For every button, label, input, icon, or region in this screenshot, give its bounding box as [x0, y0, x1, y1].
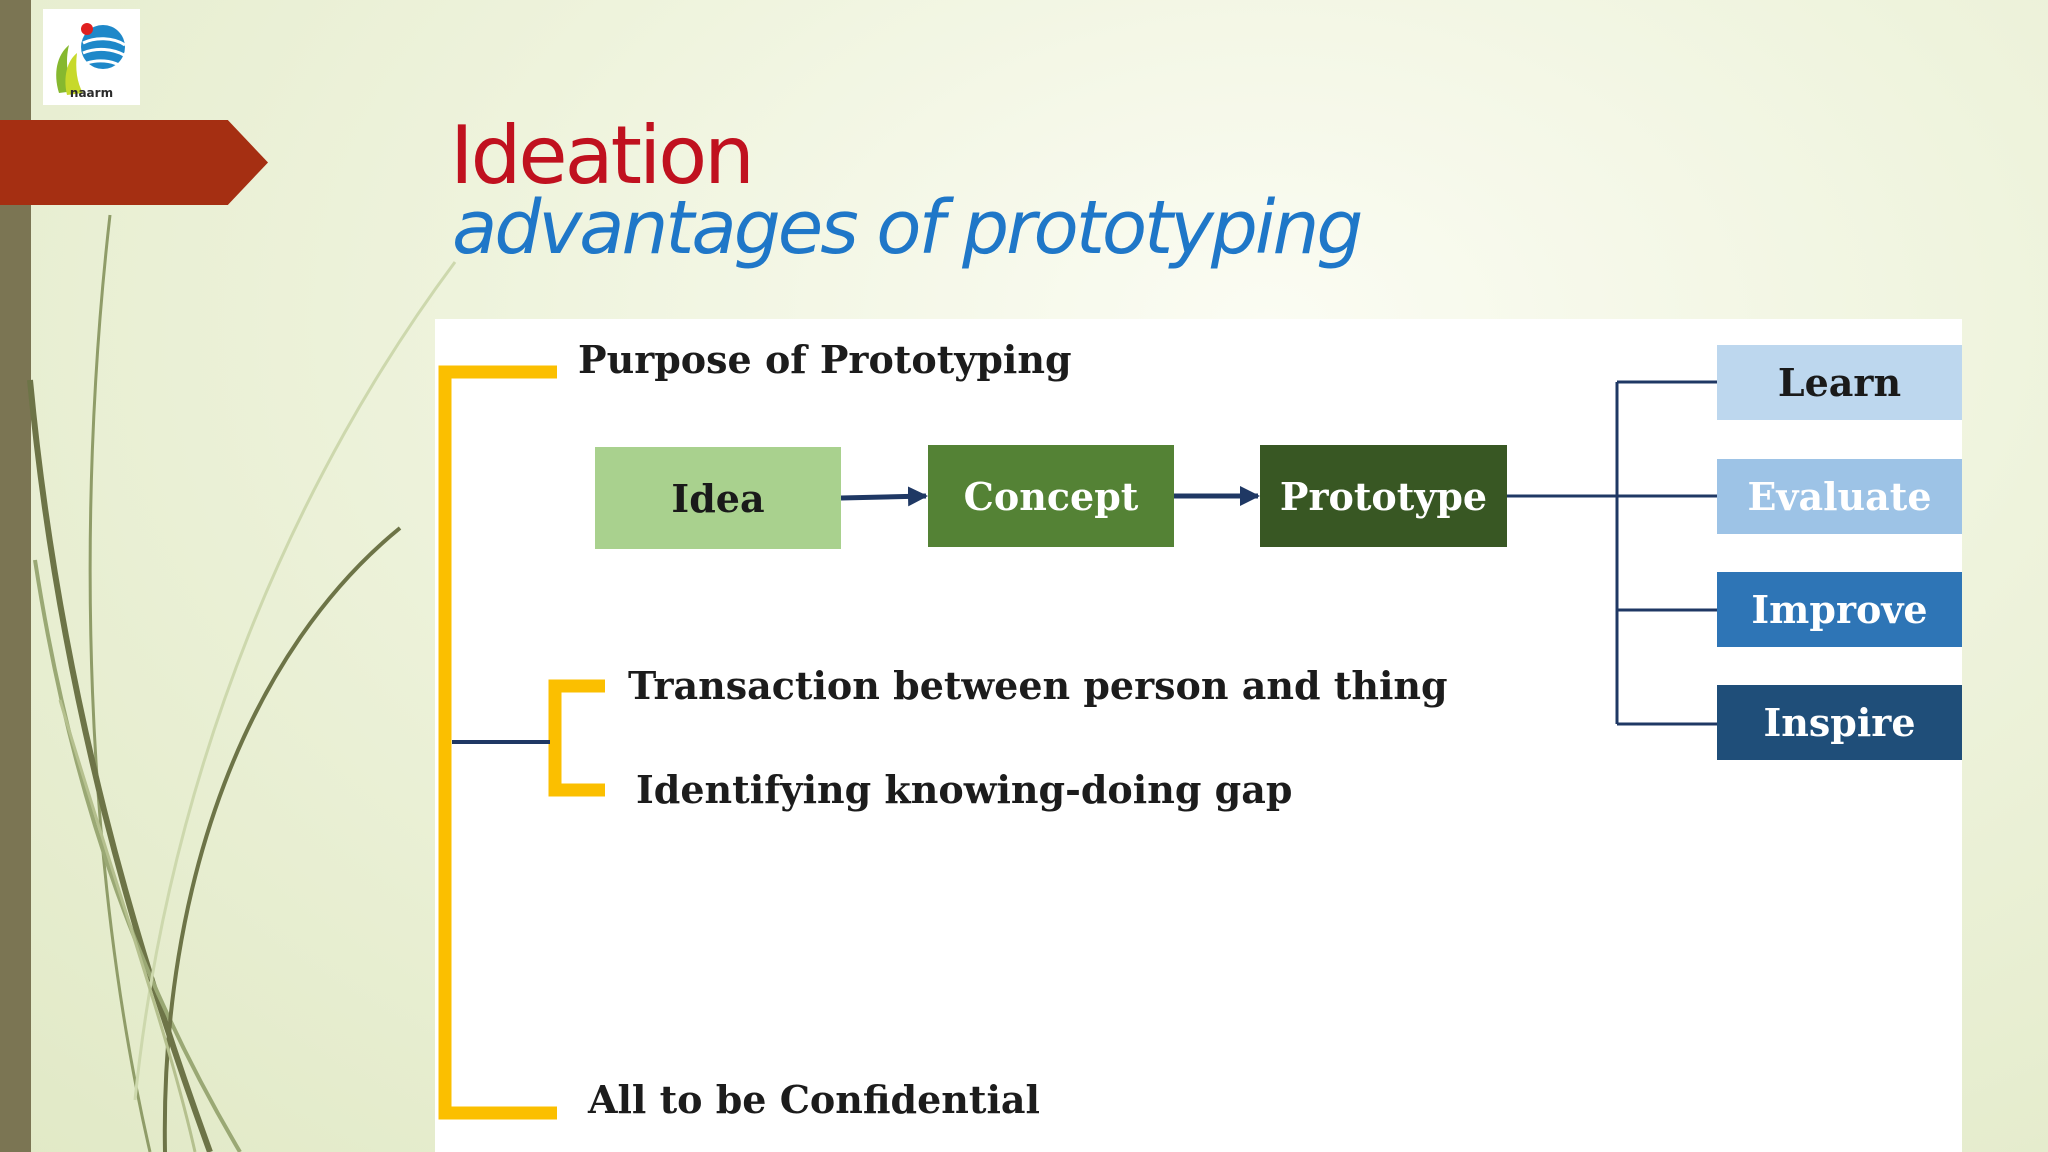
flow-arrow-idea-concept	[840, 486, 928, 507]
flow-box-prototype: Prototype	[1260, 445, 1507, 547]
naarm-logo: naarm	[43, 9, 140, 105]
globe-icon	[56, 23, 126, 95]
outcome-box-evaluate: Evaluate	[1717, 459, 1962, 534]
prototyping-diagram: Purpose of Prototyping Idea Concept Prot…	[435, 319, 1962, 1152]
flow-label-prototype: Prototype	[1279, 473, 1488, 519]
logo-text: naarm	[69, 86, 114, 100]
sub-point-transaction: Transaction between person and thing	[628, 663, 1448, 708]
footer-label: All to be Confidential	[588, 1077, 1040, 1122]
diagram-connectors	[438, 365, 1717, 1120]
sub-point-knowing-doing-gap: Identifying knowing-doing gap	[636, 767, 1293, 812]
decorative-strands	[27, 214, 457, 1152]
flow-box-concept: Concept	[928, 445, 1174, 547]
outcome-label-inspire: Inspire	[1763, 700, 1916, 745]
outcome-box-improve: Improve	[1717, 572, 1962, 647]
slide-title: Ideation	[450, 109, 755, 202]
outcome-label-evaluate: Evaluate	[1747, 474, 1932, 519]
outcome-label-improve: Improve	[1751, 587, 1928, 632]
title-accent-arrow	[0, 120, 268, 205]
flow-label-idea: Idea	[671, 475, 765, 521]
outcome-label-learn: Learn	[1777, 360, 1902, 405]
purpose-label: Purpose of Prototyping	[578, 337, 1072, 382]
outer-bracket	[438, 365, 557, 1120]
inner-bracket	[548, 679, 605, 797]
flow-label-concept: Concept	[963, 473, 1139, 519]
slide-subtitle: advantages of prototyping	[452, 185, 1363, 271]
outcome-box-learn: Learn	[1717, 345, 1962, 420]
flow-box-idea: Idea	[595, 447, 841, 549]
outcome-box-inspire: Inspire	[1717, 685, 1962, 760]
